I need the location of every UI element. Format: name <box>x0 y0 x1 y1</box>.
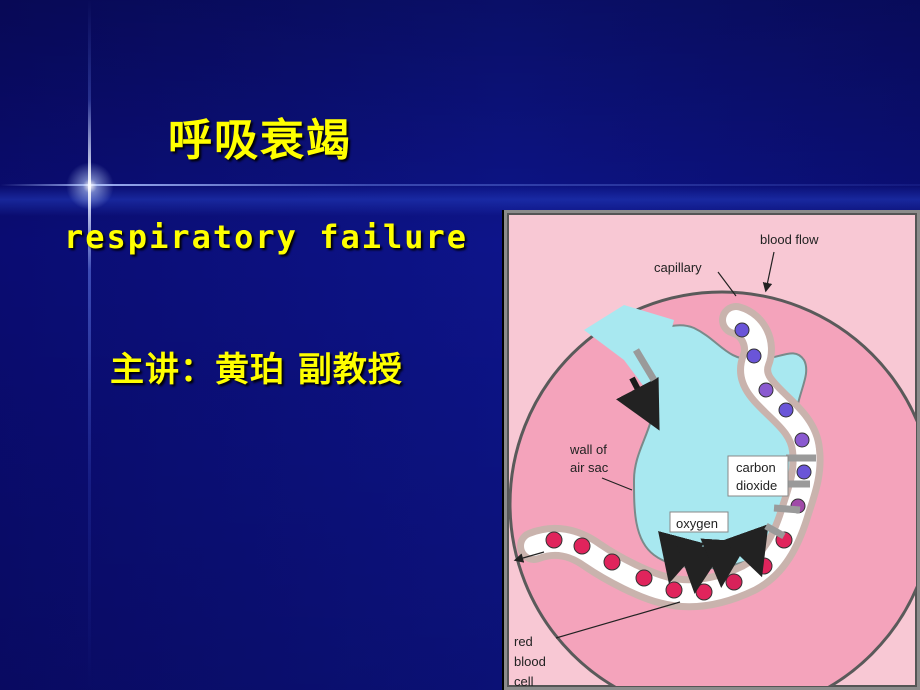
horizontal-light-line <box>0 184 920 186</box>
label-cell: cell <box>514 674 534 689</box>
vertical-light-line <box>88 0 91 690</box>
label-red: red <box>514 634 533 649</box>
label-oxygen: oxygen <box>676 516 718 531</box>
label-dioxide: dioxide <box>736 478 777 493</box>
label-blood-flow: blood flow <box>760 232 819 247</box>
oxygen-box <box>669 511 729 533</box>
label-capillary: capillary <box>654 260 702 275</box>
label-wall-of: wall of <box>569 442 607 457</box>
label-air-sac: air sac <box>570 460 609 475</box>
oxygen-arrows <box>616 376 769 594</box>
slide-title: 呼吸衰竭 <box>168 115 352 166</box>
carbon-dioxide-box <box>727 455 789 497</box>
lecturer-line: 主讲：黄珀 副教授 <box>110 350 403 390</box>
slide-subtitle: respiratory failure <box>64 218 469 256</box>
alveolus-diagram-svg: blood flow capillary wall of air sac car… <box>507 213 917 689</box>
blue-blood-cells <box>734 322 812 514</box>
leader-lines <box>513 251 775 639</box>
label-carbon: carbon <box>736 460 776 475</box>
lens-flare-streak <box>88 100 91 270</box>
alveolus-diagram: blood flow capillary wall of air sac car… <box>504 210 920 690</box>
label-blood: blood <box>514 654 546 669</box>
